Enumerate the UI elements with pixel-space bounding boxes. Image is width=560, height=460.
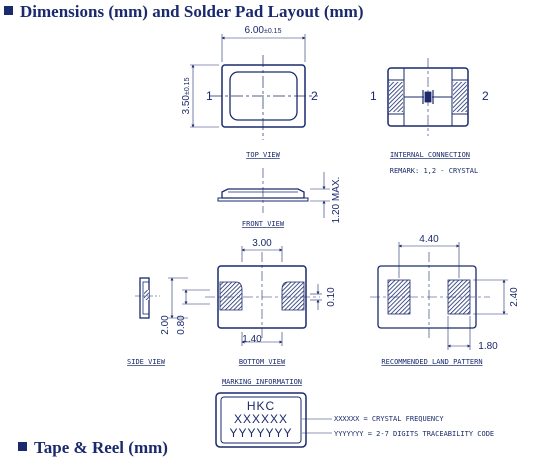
front-view <box>217 168 330 218</box>
tape-reel-heading-text: Tape & Reel (mm) <box>34 438 168 457</box>
dimensions-heading-text: Dimensions (mm) and Solder Pad Layout (m… <box>20 2 364 21</box>
bottom-bottom-dim: 1.40 <box>242 334 262 345</box>
ic-pin-2: 2 <box>482 89 489 103</box>
internal-connection <box>387 58 469 136</box>
top-pin-1: 1 <box>206 89 213 103</box>
land-top-dim: 4.40 <box>419 234 439 245</box>
side-view-label: SIDE VIEW <box>127 358 166 366</box>
marking-line-3: YYYYYYY <box>229 426 292 440</box>
marking-note-2: YYYYYYY = 2-7 DIGITS TRACEABILITY CODE <box>334 430 494 438</box>
top-view-label: TOP VIEW <box>246 151 281 159</box>
top-view <box>190 34 318 140</box>
internal-connection-remark: REMARK: 1,2 - CRYSTAL <box>390 167 479 175</box>
ic-pad-1 <box>389 82 403 112</box>
top-width-value: 6.00 <box>245 25 265 36</box>
bottom-view <box>205 246 322 346</box>
marking-label: MARKING INFORMATION <box>222 378 302 386</box>
bottom-right-dim: 0.10 <box>326 287 337 307</box>
front-height-dim: 1.20 MAX. <box>331 177 342 224</box>
bottom-top-dim: 3.00 <box>252 238 272 249</box>
top-height-value: 3.50 <box>181 95 192 115</box>
top-pin-2: 2 <box>311 89 318 103</box>
internal-connection-label: INTERNAL CONNECTION <box>390 151 470 159</box>
ic-pin-1: 1 <box>370 89 377 103</box>
side-view <box>135 277 210 319</box>
marking-box <box>215 392 332 448</box>
marking-line-2: XXXXXX <box>234 412 288 426</box>
top-width-dim: 6.00±0.15 <box>245 25 282 36</box>
land-bottom-dim: 1.80 <box>478 341 498 352</box>
marking-note-1: XXXXXX = CRYSTAL FREQUENCY <box>334 415 444 423</box>
bottom-pad-1 <box>219 281 243 311</box>
land-right-dim: 2.40 <box>509 287 520 307</box>
top-height-dim: 3.50±0.15 <box>181 77 192 114</box>
tape-reel-heading: Tape & Reel (mm) <box>18 438 168 458</box>
dimensions-heading: Dimensions (mm) and Solder Pad Layout (m… <box>4 2 363 22</box>
ic-pad-2 <box>453 82 467 112</box>
bottom-pad-2 <box>281 281 305 311</box>
marking-line-1: HKC <box>247 399 275 413</box>
land-pattern-label: RECOMMENDED LAND PATTERN <box>381 358 482 366</box>
front-view-label: FRONT VIEW <box>242 220 285 228</box>
land-pattern <box>370 242 508 350</box>
side-dim-a: 2.00 <box>160 315 171 335</box>
top-height-tol: ±0.15 <box>184 77 191 95</box>
side-dim-b: 0.80 <box>176 315 187 335</box>
bottom-view-label: BOTTOM VIEW <box>239 358 286 366</box>
square-bullet-icon <box>18 442 27 451</box>
top-width-tol: ±0.15 <box>264 28 282 35</box>
square-bullet-icon <box>4 6 13 15</box>
